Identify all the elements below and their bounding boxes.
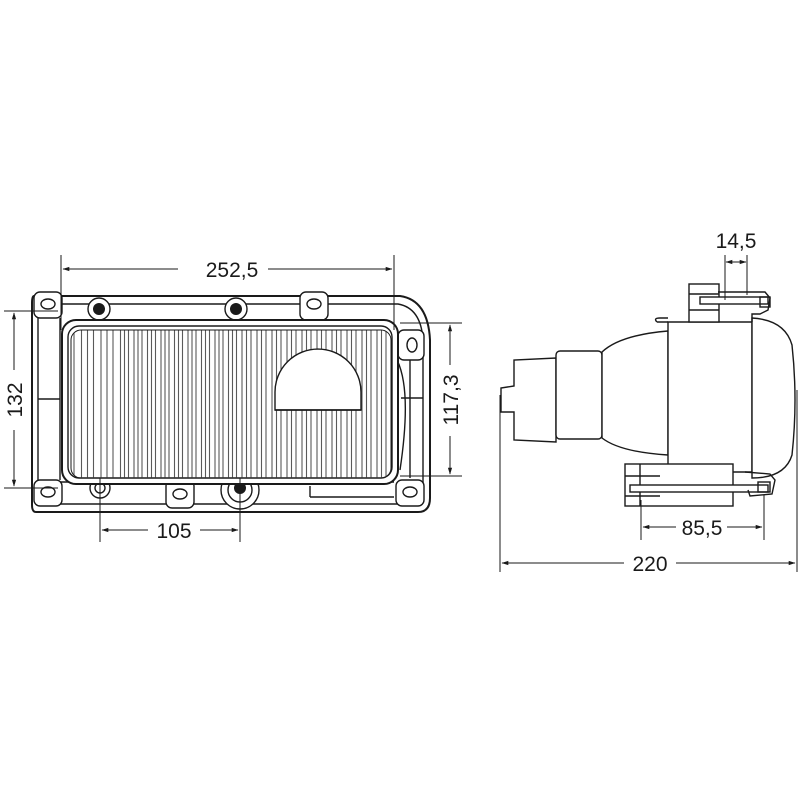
dim-bracket-thickness: 14,5	[716, 230, 757, 300]
front-view: 252,5 132 117,3 105	[4, 255, 463, 543]
mount-ear-top-mid	[299, 291, 329, 321]
lens-ribs	[73, 330, 387, 478]
lens-window	[274, 348, 362, 411]
connector-plug	[500, 357, 557, 443]
dim-label-117-3: 117,3	[440, 375, 463, 426]
dim-bracket-depth: 85,5	[640, 495, 765, 540]
dim-label-85-5: 85,5	[682, 517, 723, 540]
mount-ear-bottom-mid	[165, 479, 195, 509]
bottom-bracket	[624, 463, 776, 507]
mount-ear-bottom-left	[33, 479, 63, 507]
lens	[61, 319, 399, 485]
housing-frame	[31, 295, 431, 513]
connector-collar	[555, 350, 603, 440]
side-view: 14,5 85,5 220	[499, 230, 798, 576]
adjuster-screw-top-mid	[224, 297, 248, 321]
lens-dome	[751, 317, 796, 479]
dim-label-14-5: 14,5	[716, 230, 757, 253]
mount-ear-bottom-right	[395, 479, 425, 507]
dim-label-252-5: 252,5	[206, 259, 259, 282]
mount-ear-top-left	[33, 291, 63, 319]
dim-label-105: 105	[156, 520, 191, 543]
dim-label-132: 132	[4, 382, 27, 417]
dim-overall-height: 132	[4, 310, 58, 489]
mount-ear-right	[397, 329, 425, 361]
housing-body	[667, 321, 753, 473]
dim-label-220: 220	[632, 553, 667, 576]
adjuster-screw-top-left	[87, 297, 111, 321]
dim-lens-height: 117,3	[400, 322, 463, 477]
dim-overall-width: 252,5	[60, 255, 395, 330]
dim-overall-depth: 220	[499, 390, 798, 576]
top-bracket	[688, 283, 771, 323]
dim-mount-spacing: 105	[99, 478, 241, 543]
housing-neck	[601, 330, 669, 456]
